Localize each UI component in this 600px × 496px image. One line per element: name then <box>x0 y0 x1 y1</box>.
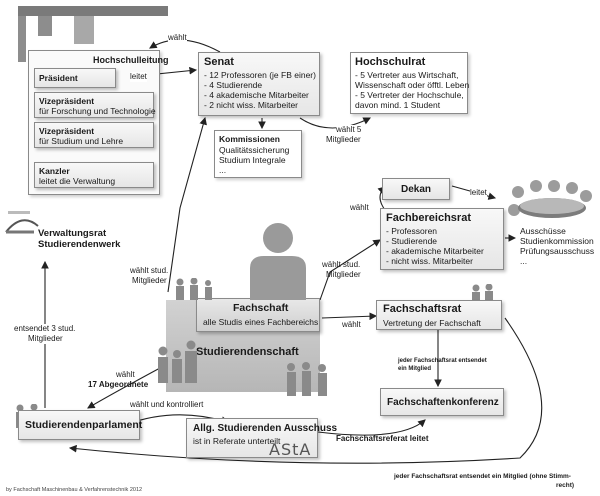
ausschuesse-item: Prüfungsausschuss <box>520 246 595 256</box>
edge-label-waehlt-stud-right: wählt stud. <box>322 260 361 269</box>
senat-box: Senat - 12 Professoren (je FB einer) - 4… <box>198 52 320 116</box>
praesident-box: Präsident <box>34 68 116 88</box>
praesident-label: Präsident <box>39 73 78 83</box>
edge-label-waehlt-dekan: wählt <box>350 203 369 212</box>
asta-title: Allg. Studierenden Ausschuss <box>193 423 338 434</box>
edge-label-waehlt-kontrolliert: wählt und kontrolliert <box>130 400 204 409</box>
edge-label-waehlt-17: 17 Abgeordnete <box>88 380 149 389</box>
edge-label-waehlt-stud-right: Mitglieder <box>326 270 361 279</box>
asta-box: Allg. Studierenden Ausschuss ist in Refe… <box>186 418 337 459</box>
hochschulrat-item: - 5 Vertreter aus Wirtschaft, <box>355 70 459 80</box>
studierendenparlament-title: Studierendenparlament <box>25 419 143 431</box>
fachschaft-title: Fachschaft <box>233 302 289 314</box>
kommissionen-box: Kommissionen Qualitätssicherung Studium … <box>214 130 302 178</box>
people-group-icon <box>156 346 184 386</box>
university-building-illustration <box>18 6 168 62</box>
edge-label-waehlt-5: wählt 5 <box>336 125 362 135</box>
fachschaftsrat-subtitle: Vertretung der Fachschaft <box>383 318 481 328</box>
edge-label-leitet: leitet <box>130 72 147 82</box>
kommissionen-title: Kommissionen <box>219 134 280 144</box>
edge-label-waehlt-fsr: wählt <box>342 320 361 330</box>
verwaltungsrat-line2: Studierendenwerk <box>38 239 121 250</box>
vp1-subtitle: für Forschung und Technologie <box>39 106 156 116</box>
vp2-title: Vizepräsident <box>39 126 95 136</box>
senat-item: - 2 nicht wiss. Mitarbeiter <box>204 100 298 110</box>
fachschaftenkonferenz-box: Fachschaftenkonferenz <box>380 388 504 416</box>
fachbereichsrat-item: - nicht wiss. Mitarbeiter <box>386 256 473 266</box>
fachbereichsrat-box: Fachbereichsrat - Professoren - Studiere… <box>380 208 504 270</box>
footer-credit: by Fachschaft Maschinenbau & Verfahrenst… <box>6 487 143 493</box>
fachschaft-subtitle: alle Studis eines Fachbereichs <box>203 317 319 327</box>
fachbereichsrat-item: - akademische Mitarbeiter <box>386 246 484 256</box>
edge-label-waehlt-stud-left: wählt stud. <box>130 266 169 276</box>
ausschuesse-list: Ausschüsse Studienkommission Prüfungsaus… <box>520 226 594 266</box>
kommissionen-item: Qualitätssicherung <box>219 145 290 155</box>
studierendenschaft-title: Studierendenschaft <box>196 346 299 358</box>
fachbereichsrat-title: Fachbereichsrat <box>386 212 471 224</box>
hochschulrat-box: Hochschulrat - 5 Vertreter aus Wirtschaf… <box>350 52 470 114</box>
ausschuesse-item: ... <box>520 256 528 266</box>
ausschuesse-item: Ausschüsse <box>520 226 566 236</box>
senat-item: - 4 Studierende <box>204 80 263 90</box>
asta-subtitle: ist in Referate unterteilt <box>193 436 281 446</box>
senat-title: Senat <box>204 56 234 68</box>
meeting-table-icon <box>506 178 596 226</box>
hochschulrat-title: Hochschulrat <box>355 56 426 68</box>
hochschulrat-item: - 5 Vertreter der Hochschule, <box>355 90 464 100</box>
hochschulleitung-title: Hochschulleitung <box>93 55 169 65</box>
dekan-title: Dekan <box>401 184 432 195</box>
vizepraesident-forschung-box: Vizepräsident für Forschung und Technolo… <box>34 92 156 118</box>
vp2-subtitle: für Studium und Lehre <box>39 136 124 146</box>
fachschaftsrat-box: Fachschaftsrat Vertretung der Fachschaft <box>376 300 502 330</box>
edge-label-entsendet: Mitglieder <box>28 334 63 344</box>
edge-label-mitglieder: Mitglieder <box>326 135 361 145</box>
studierendenparlament-box: Studierendenparlament <box>18 410 143 440</box>
verwaltungsrat-line1: Verwaltungsrat <box>38 228 107 239</box>
senat-item: - 4 akademische Mitarbeiter <box>204 90 309 100</box>
people-group-icon <box>180 340 202 386</box>
dekan-box: Dekan <box>382 178 450 200</box>
kommissionen-item: ... <box>219 165 227 175</box>
kanzler-subtitle: leitet die Verwaltung <box>39 176 116 186</box>
people-group-icon <box>284 362 330 396</box>
fachschaftsrat-title: Fachschaftsrat <box>383 303 462 315</box>
fachschaft-box: Fachschaft alle Studis eines Fachbereich… <box>196 298 320 332</box>
edge-label-bottom: recht) <box>556 482 575 489</box>
hochschulrat-item: davon mind. 1 Student <box>355 100 441 110</box>
edge-label-referat-leitet: Fachschaftsreferat leitet <box>336 434 429 443</box>
edge-label-waehlt-17: wählt <box>116 370 135 380</box>
edge-label-bottom: jeder Fachschaftsrat entsendet ein Mitgl… <box>394 473 571 480</box>
edge-label-fsr-entsendet: ein Mitglied <box>398 366 431 372</box>
kommissionen-item: Studium Integrale <box>219 155 286 165</box>
kanzler-title: Kanzler <box>39 166 70 176</box>
vp1-title: Vizepräsident <box>39 96 95 106</box>
senat-item: - 12 Professoren (je FB einer) <box>204 70 316 80</box>
edge-label-entsendet: entsendet 3 stud. <box>14 324 76 334</box>
ausschuesse-item: Studienkommission <box>520 236 594 246</box>
student-person-icon <box>246 222 310 300</box>
kanzler-box: Kanzler leitet die Verwaltung <box>34 162 154 188</box>
asta-logo: AStA <box>269 440 312 459</box>
edge-label-waehlt: wählt <box>168 33 187 43</box>
edge-label-fsr-entsendet: jeder Fachschaftsrat entsendet <box>398 358 487 364</box>
fachbereichsrat-item: - Studierende <box>386 236 438 246</box>
hochschulrat-item: Wissenschaft oder öfftl. Leben <box>355 80 470 90</box>
fachbereichsrat-item: - Professoren <box>386 226 438 236</box>
verwaltungsrat-label: Verwaltungsrat Studierendenwerk <box>38 228 120 250</box>
studierendenwerk-logo <box>4 208 40 238</box>
edge-label-waehlt-stud-left: Mitglieder <box>132 276 167 286</box>
edge-label-leitet-dekan: leitet <box>470 188 487 198</box>
vizepraesident-studium-box: Vizepräsident für Studium und Lehre <box>34 122 154 148</box>
fachschaftenkonferenz-title: Fachschaftenkonferenz <box>387 397 499 408</box>
people-group-icon <box>174 277 214 300</box>
